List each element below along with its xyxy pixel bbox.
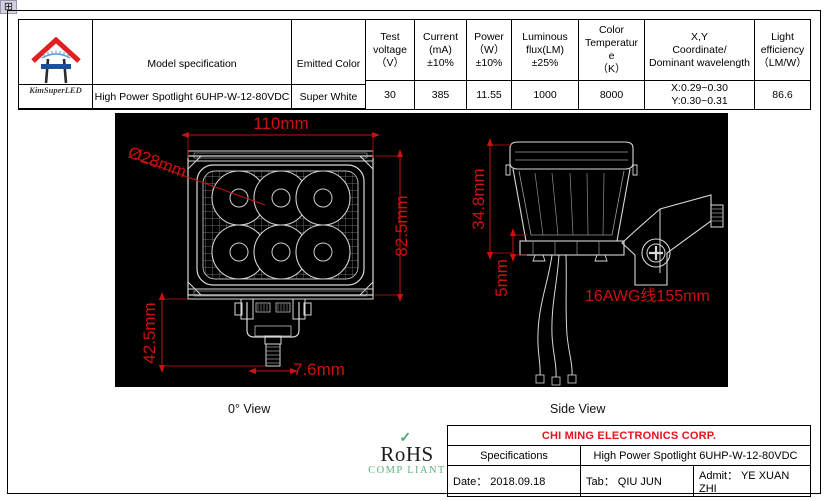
rohs-text: RoHS (380, 442, 434, 466)
title-block-table: CHI MING ELECTRONICS CORP. Specification… (447, 425, 811, 497)
header-line: Power (474, 30, 504, 43)
header-line: （V） (375, 56, 404, 69)
header-line: ±10% (475, 56, 503, 69)
date-field: Date： 2018.09.18 (447, 465, 581, 497)
led-unit (295, 224, 351, 280)
mounting-bracket (234, 298, 312, 367)
wire-harness (535, 254, 577, 386)
value-model-specification: High Power Spotlight 6UHP-W-12-80VDC (92, 84, 292, 109)
header-current: Current (mA) ±10% (414, 19, 467, 81)
header-line: （W） (473, 43, 505, 56)
led-unit (295, 170, 351, 226)
led-array (211, 170, 351, 280)
table-value-row: 30 385 11.55 1000 8000 X:0.29~0.30 Y:0.3… (19, 80, 811, 110)
label-28mm: Ø28mm (126, 143, 189, 182)
checkmark-icon: ✓ (399, 431, 412, 446)
header-line: e (608, 50, 615, 62)
header-line: Dominant wavelength (649, 56, 750, 69)
header-line: (mA) (429, 43, 452, 56)
dimension-width-110mm: 110mm (181, 114, 380, 158)
dimension-height-82-5mm: 82.5mm (375, 149, 411, 302)
table-header-row: KimSuperLED Model specification Emitted … (18, 19, 811, 110)
label-42-5mm: 42.5mm (140, 302, 159, 363)
header-color-temperature: Color Temperatur e （K） (578, 19, 645, 81)
value-luminous-flux: 1000 (511, 80, 579, 110)
side-mount-bracket (621, 194, 724, 286)
header-line: Current (422, 30, 458, 43)
header-luminous-flux: Luminous flux(LM) ±25% (511, 19, 579, 81)
header-line: ±25% (531, 56, 559, 69)
label-7-6mm: 7.6mm (293, 360, 345, 379)
header-line: Test (380, 30, 400, 43)
value-color-temperature: 8000 (578, 80, 645, 110)
dimension-body-34-8mm: 34.8mm (469, 138, 512, 260)
drawing-svg: 110mm 82.5mm Ø28mm 42.5mm (126, 114, 724, 386)
header-line: Light (771, 30, 794, 43)
value-test-voltage: 30 (365, 80, 415, 110)
rohs-wordmark: ✓ RoHS (380, 432, 434, 466)
label-82-5mm: 82.5mm (392, 195, 411, 256)
kimsuperled-logo-icon (28, 35, 84, 91)
side-view-caption: Side View (550, 402, 606, 416)
value-emitted-color: Super White (291, 84, 366, 109)
company-name: CHI MING ELECTRONICS CORP. (447, 425, 811, 446)
front-view-caption: 0° View (228, 402, 271, 416)
header-line: （LM/W） (758, 56, 807, 69)
specifications-value: High Power Spotlight 6UHP-W-12-80VDC (580, 445, 811, 466)
header-line: X,Y (691, 30, 708, 43)
header-line: voltage (373, 43, 407, 56)
title-block-meta-row: Date： 2018.09.18 Tab： QIU JUN Admit： YE … (447, 465, 811, 497)
led-unit (211, 170, 267, 226)
value-light-efficiency: 86.6 (754, 80, 811, 110)
header-line: ±10% (427, 56, 454, 69)
header-test-voltage: Test voltage （V） (365, 19, 415, 81)
label-wire-16awg: 16AWG线155mm (585, 287, 710, 305)
rohs-compliant-logo: ✓ RoHS COMP LIANT (361, 432, 453, 477)
title-block-spec-row: Specifications High Power Spotlight 6UHP… (447, 445, 811, 466)
specification-value-row: High Power Spotlight 6UHP-W-12-80VDC Sup… (18, 84, 811, 109)
page-border (7, 10, 821, 494)
label-110mm: 110mm (253, 114, 308, 133)
label-5mm: 5mm (492, 259, 511, 297)
front-view-drawing: 110mm 82.5mm Ø28mm 42.5mm (126, 114, 411, 379)
header-line: Color (598, 24, 625, 36)
header-line: （K） (597, 63, 626, 75)
header-power: Power （W） ±10% (466, 19, 512, 81)
header-line: flux(LM) (526, 43, 564, 56)
led-unit (253, 170, 309, 226)
specifications-label: Specifications (447, 445, 581, 466)
dimension-bracket-42-5mm: 42.5mm (140, 292, 265, 373)
header-line: Temperatur (584, 37, 639, 49)
specification-table: KimSuperLED Model specification Emitted … (18, 19, 811, 110)
dimension-stud-7-6mm: 7.6mm (248, 360, 345, 379)
side-view-drawing: 34.8mm 5mm 16AWG线155mm (469, 138, 724, 386)
value-current: 385 (414, 80, 467, 110)
label-34-8mm: 34.8mm (469, 168, 488, 229)
header-light-efficiency: Light efficiency （LM/W） (754, 19, 811, 81)
title-block-company-row: CHI MING ELECTRONICS CORP. (447, 425, 811, 446)
technical-drawing-canvas: 110mm 82.5mm Ø28mm 42.5mm (115, 113, 728, 387)
admit-field: Admit： YE XUAN ZHI (693, 465, 811, 497)
header-xy-coordinate: X,Y Coordinate/ Dominant wavelength (644, 19, 755, 81)
rohs-compliant-label: COMP LIANT (368, 465, 446, 476)
tab-field: Tab： QIU JUN (580, 465, 694, 497)
header-line: efficiency (760, 43, 805, 56)
dimension-lip-5mm: 5mm (492, 228, 527, 297)
header-line: Coordinate/ (672, 43, 727, 56)
value-power: 11.55 (466, 80, 512, 110)
value-xy-coordinate: X:0.29~0.30 Y:0.30~0.31 (644, 80, 755, 110)
header-line: Luminous (522, 30, 568, 43)
